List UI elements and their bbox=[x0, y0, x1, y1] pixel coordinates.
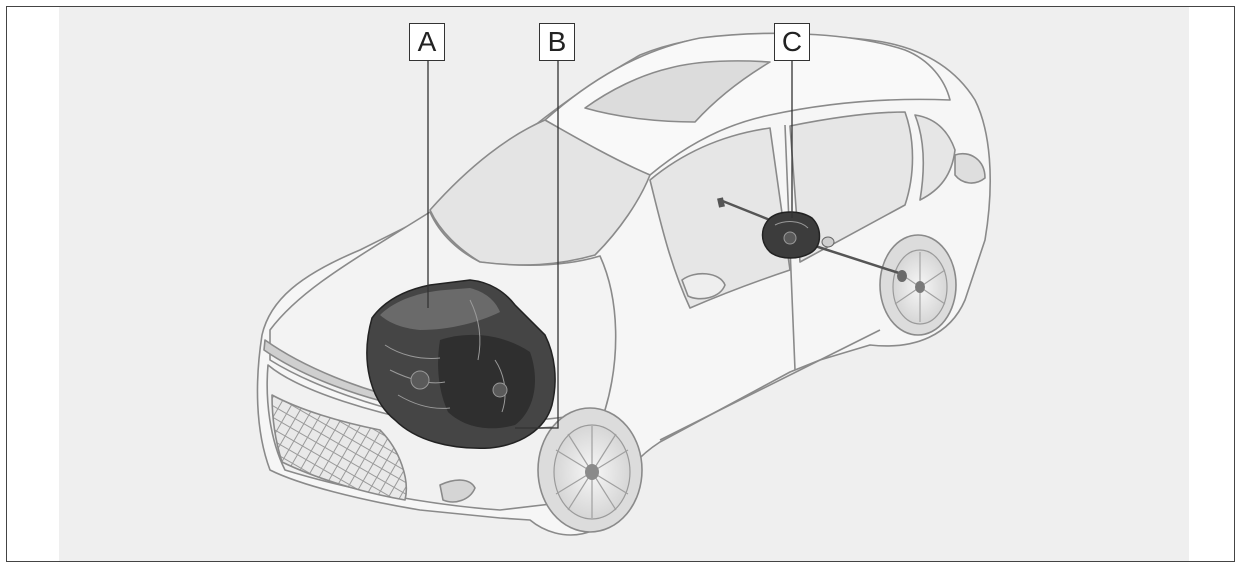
rear-drive-unit-illustration bbox=[717, 197, 907, 282]
callout-c: C bbox=[774, 23, 810, 61]
front-wheel bbox=[537, 407, 643, 533]
leader-line-b bbox=[515, 61, 559, 429]
rear-wheel bbox=[879, 234, 957, 336]
car-grille bbox=[271, 394, 407, 501]
callout-a: A bbox=[409, 23, 445, 61]
callout-c-label: C bbox=[781, 26, 803, 57]
callout-b-label: B bbox=[547, 26, 567, 57]
car-fog-light bbox=[439, 479, 476, 503]
car-quarter-window bbox=[914, 114, 956, 201]
engine-block-illustration bbox=[366, 279, 556, 449]
callout-a-label: A bbox=[417, 26, 437, 57]
car-side-mirror bbox=[681, 272, 726, 300]
callout-b: B bbox=[539, 23, 575, 61]
leader-lines bbox=[427, 61, 793, 429]
car-rear-door-window bbox=[789, 111, 914, 263]
car-roof bbox=[544, 32, 951, 176]
car-taillight bbox=[954, 153, 986, 184]
car-sunroof bbox=[584, 60, 771, 123]
car-front-door-window bbox=[649, 127, 791, 309]
car-rocker-line bbox=[659, 329, 881, 441]
